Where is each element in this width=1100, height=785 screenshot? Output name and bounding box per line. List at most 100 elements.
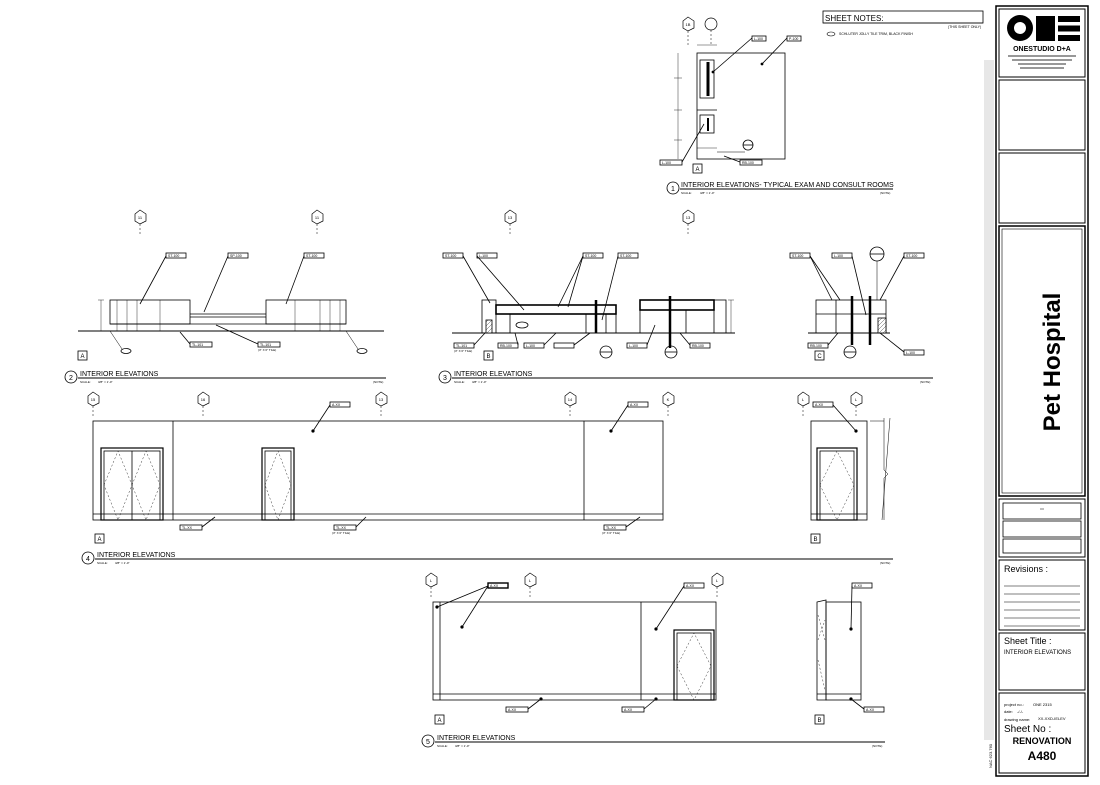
- date: -/-/-: [1017, 709, 1024, 714]
- material-tag: A-XX: [624, 708, 633, 712]
- drawing-name: XX-XXD-IELEV: [1038, 716, 1066, 721]
- grid-marker: 13: [686, 215, 691, 220]
- grid-marker: 1B: [686, 22, 691, 27]
- material-tag: ST-100: [585, 254, 596, 258]
- phase: RENOVATION: [1013, 736, 1072, 746]
- sheet-number: A480: [1028, 749, 1057, 763]
- grid-marker: K: [667, 397, 670, 402]
- view-number: 2: [69, 375, 73, 382]
- material-sub: (3" X 6" TILE): [602, 531, 620, 535]
- elevation-view-5: L L L A-XX A-XX A-XX A-X: [421, 572, 885, 748]
- stamp-text: NAC 623.760: [988, 743, 993, 768]
- grid-marker: L: [716, 578, 719, 583]
- view-scale: 3/8" = 1'-0": [472, 380, 487, 384]
- view-title: INTERIOR ELEVATIONS: [80, 371, 159, 378]
- material-sub: (3" X 6" TILE): [454, 349, 472, 353]
- view-title: INTERIOR ELEVATIONS: [97, 552, 176, 559]
- project-name: Pet Hospital: [1039, 293, 1066, 432]
- view-title: INTERIOR ELEVATIONS- TYPICAL EXAM AND CO…: [681, 182, 894, 189]
- material-sub: (3" X 6" TILE): [258, 348, 276, 352]
- firm-logo: [1007, 15, 1080, 41]
- elevation-tag: A: [80, 354, 84, 360]
- view-note: (NOTE): [880, 561, 890, 565]
- material-tag: L-100: [629, 344, 638, 348]
- material-tag: ST-100: [792, 254, 803, 258]
- elevation-view-2: 11 11 ST-100 SP-: [64, 209, 386, 384]
- material-tag: A-XX: [815, 403, 824, 407]
- view-scale-label: SCALE:: [437, 744, 448, 748]
- drawing-name-label: drawing name:: [1004, 717, 1030, 722]
- view-scale: 3/8" = 1'-0": [700, 191, 715, 195]
- view-scale-label: SCALE:: [454, 380, 465, 384]
- material-tag: A-XX: [630, 403, 639, 407]
- view-note: (NOTE): [373, 380, 383, 384]
- material-tag: L-100: [906, 351, 915, 355]
- material-tag: L-100: [526, 344, 535, 348]
- sheet-note-item: SCHLUTER JOLLY TILE TRIM, BLACK FINISH: [839, 32, 913, 36]
- view-number: 1: [671, 186, 675, 193]
- view-scale: 3/8" = 1'-0": [98, 380, 113, 384]
- view-title: INTERIOR ELEVATIONS: [437, 735, 516, 742]
- view-number: 4: [86, 556, 90, 563]
- material-tag: ST-100: [906, 254, 917, 258]
- elevation-tag: A: [695, 167, 699, 173]
- grid-marker: 13: [508, 215, 513, 220]
- material-tag: RB-100: [500, 344, 512, 348]
- sheet-title: INTERIOR ELEVATIONS: [1004, 650, 1071, 656]
- material-tag: A-XX: [508, 708, 517, 712]
- view-number: 3: [443, 375, 447, 382]
- view-note: (NOTE): [920, 380, 930, 384]
- material-tag: A-XX: [332, 403, 341, 407]
- view-number: 5: [426, 739, 430, 746]
- material-tag: TL-101: [192, 343, 203, 347]
- sheet-no-label: Sheet No :: [1004, 724, 1051, 735]
- material-tag: TL-XX: [606, 526, 617, 530]
- firm-name: ONESTUDIO D+A: [1013, 46, 1071, 53]
- elevation-view-3: 13 13: [438, 209, 933, 384]
- grid-marker: L: [529, 578, 532, 583]
- material-tag: ST-100: [445, 254, 456, 258]
- material-tag: SP-100: [230, 254, 242, 258]
- grid-marker: 15: [91, 397, 96, 402]
- title-block: NAC 623.760 ONESTUDIO D+A Pet Hospital R…: [984, 5, 1089, 777]
- view-scale: 3/8" = 1'-0": [115, 561, 130, 565]
- grid-marker: L: [430, 578, 433, 583]
- revisions-label: Revisions :: [1004, 564, 1048, 574]
- view-scale-label: SCALE:: [80, 380, 91, 384]
- elevation-tag: C: [817, 354, 822, 360]
- material-sub: (3" X 6" TILE): [332, 531, 350, 535]
- material-tag: L-100: [834, 254, 843, 258]
- material-tag: TL-XX: [336, 526, 347, 530]
- sheet-notes-scope: (THIS SHEET ONLY): [948, 25, 981, 29]
- material-tag: P-100: [789, 37, 798, 41]
- view-scale: 3/8" = 1'-0": [455, 744, 470, 748]
- material-tag: L-100: [479, 254, 488, 258]
- project-no-label: project no.:: [1004, 702, 1024, 707]
- material-tag: ST-100: [620, 254, 631, 258]
- material-tag: A-XX: [686, 584, 695, 588]
- grid-marker: 11: [138, 215, 143, 220]
- material-tag: RB-100: [810, 344, 822, 348]
- elevation-tag: B: [817, 718, 821, 724]
- grid-marker: 16: [201, 397, 206, 402]
- material-tag: ST-100: [306, 254, 317, 258]
- elevation-tag: A: [437, 718, 441, 724]
- view-note: (NOTE): [880, 191, 890, 195]
- grid-marker: 14: [568, 397, 573, 402]
- view-scale-label: SCALE:: [97, 561, 108, 565]
- material-tag: TL-101: [260, 343, 271, 347]
- material-tag: TL-XX: [182, 526, 193, 530]
- date-label: date:: [1004, 709, 1013, 714]
- view-note: (NOTE): [872, 744, 882, 748]
- grid-marker: 11: [315, 215, 320, 220]
- view-scale-label: SCALE:: [681, 191, 692, 195]
- elevation-view-1: 1B A L-100 P-100 L-100: [659, 16, 894, 195]
- material-tag: L-100: [754, 37, 763, 41]
- material-tag: ST-100: [168, 254, 179, 258]
- elevation-tag: B: [813, 537, 817, 543]
- sheet-notes-heading: SHEET NOTES:: [825, 14, 884, 23]
- material-tag: A-XX: [490, 584, 499, 588]
- material-tag: A-XX: [854, 584, 863, 588]
- grid-marker: L: [802, 397, 805, 402]
- elevation-view-4: 15 16 13 14 K: [81, 391, 893, 565]
